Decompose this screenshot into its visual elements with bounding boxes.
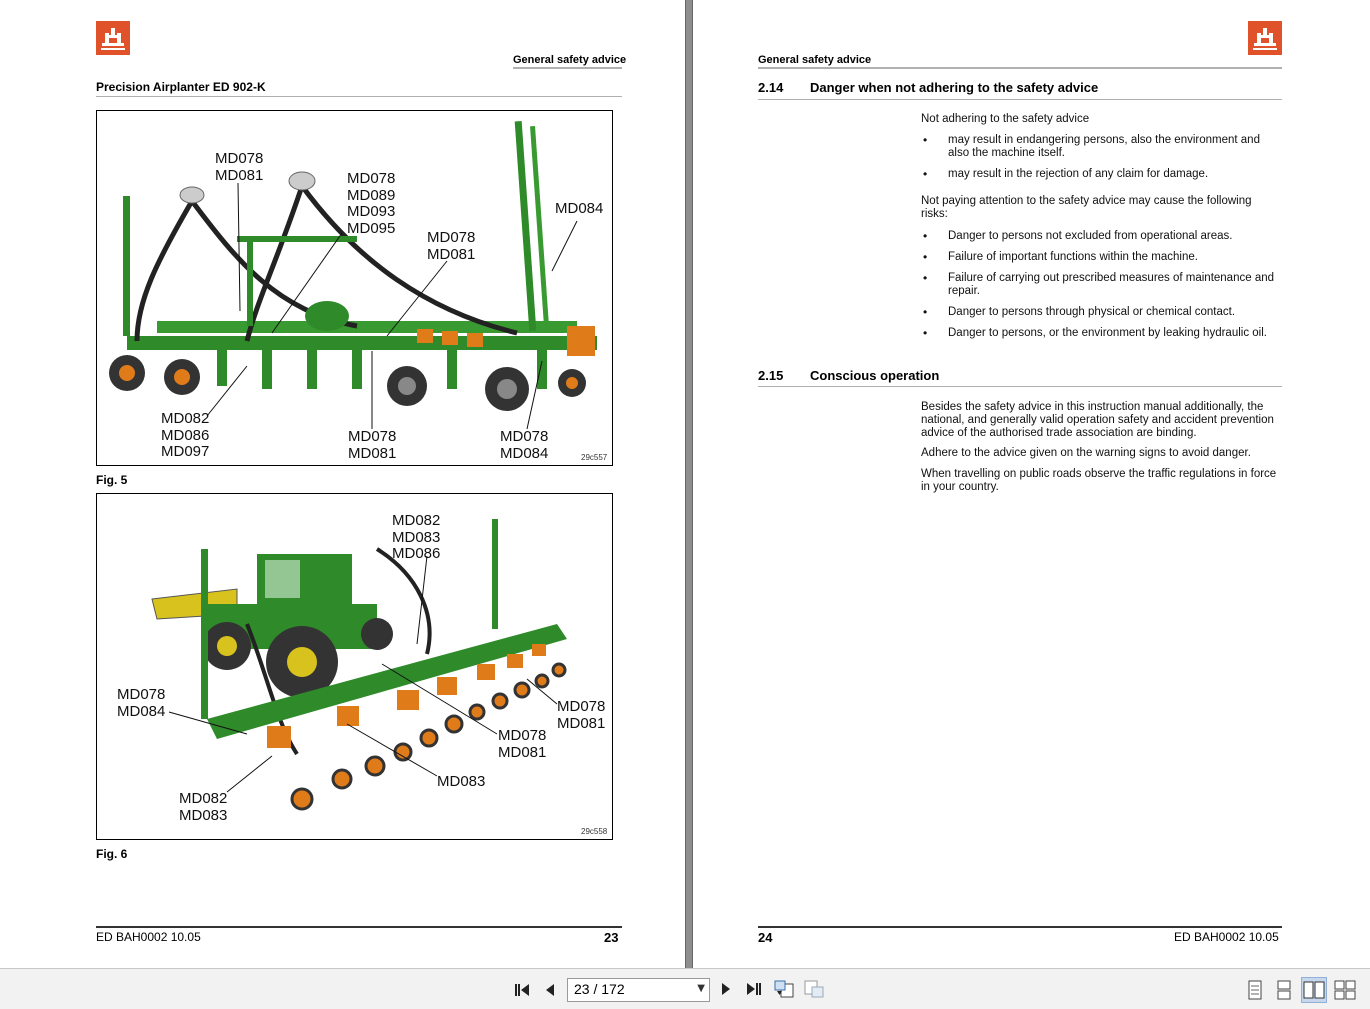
body-paragraph: When travelling on public roads observe …	[921, 468, 1277, 493]
section-number: 2.14	[758, 80, 784, 95]
figure-6: MD082 MD083 MD086 MD078 MD084 MD078 MD08…	[96, 493, 613, 840]
section-number: 2.15	[758, 368, 784, 383]
bullet-item: Danger to persons through physical or ch…	[921, 306, 1281, 319]
fig5-callout: MD078 MD084	[500, 428, 549, 462]
fig5-callout: MD078 MD081	[427, 229, 476, 263]
continuous-icon[interactable]	[1271, 977, 1297, 1003]
bullet-item: may result in endangering persons, also …	[921, 134, 1281, 160]
next-view-icon[interactable]	[802, 977, 826, 1001]
header-rule	[513, 67, 622, 69]
fig6-caption: Fig. 6	[96, 847, 128, 861]
risks-intro: Not paying attention to the safety advic…	[921, 195, 1252, 220]
page-number: 24	[758, 930, 773, 945]
fig6-callout: MD082 MD083 MD086	[392, 512, 441, 562]
fig5-callout: MD084	[555, 200, 604, 217]
amazone-logo	[1248, 21, 1282, 55]
bullet-item: Danger to persons not excluded from oper…	[921, 230, 1281, 243]
first-page-icon[interactable]	[510, 978, 534, 1002]
figure-5: MD078 MD081 MD078 MD089 MD093 MD095 MD07…	[96, 110, 613, 466]
fig5-callout: MD078 MD089 MD093 MD095	[347, 170, 396, 237]
section-rule	[758, 99, 1282, 100]
fig5-caption: Fig. 5	[96, 473, 128, 487]
footer-rule	[96, 926, 622, 928]
fig5-code: 29c557	[581, 453, 608, 462]
section-title: Danger when not adhering to the safety a…	[810, 80, 1099, 95]
fig6-callout: MD078 MD081	[498, 727, 547, 761]
facing-icon[interactable]	[1301, 977, 1327, 1003]
fig6-callout: MD082 MD083	[179, 790, 228, 824]
toolbar-overlay	[0, 968, 1370, 1009]
footer-doc-id: ED BAH0002 10.05	[96, 930, 201, 944]
page-number-input[interactable]: 23 / 172 ▼	[567, 978, 710, 1002]
previous-view-icon[interactable]	[772, 977, 796, 1001]
planter-rear-illustration	[109, 120, 597, 430]
continuous-facing-icon[interactable]	[1332, 977, 1358, 1003]
footer-doc-id: ED BAH0002 10.05	[1174, 930, 1279, 944]
next-page-icon[interactable]	[714, 977, 738, 1001]
bullet-item: Failure of important functions within th…	[921, 251, 1281, 264]
header-rule	[758, 67, 1282, 69]
page-number: 23	[604, 930, 619, 945]
fig6-code: 29c558	[581, 827, 608, 836]
single-page-icon[interactable]	[1242, 977, 1268, 1003]
fig5-callout: MD078 MD081	[348, 428, 397, 462]
intro-text: Not adhering to the safety advice	[921, 113, 1090, 125]
title-rule	[96, 96, 622, 97]
fig5-callout: MD082 MD086 MD097	[161, 410, 210, 460]
bullet-list-b: Danger to persons not excluded from oper…	[921, 230, 1281, 348]
running-header: General safety advice	[758, 54, 872, 66]
fig6-callout: MD078 MD081	[557, 698, 606, 732]
amazone-logo	[96, 21, 130, 55]
footer-rule	[758, 926, 1282, 928]
body-paragraph: Besides the safety advice in this instru…	[921, 401, 1274, 439]
prev-page-icon[interactable]	[538, 978, 562, 1002]
last-page-icon[interactable]	[742, 977, 766, 1001]
row-units	[267, 644, 546, 748]
section-title: Conscious operation	[810, 368, 940, 383]
running-header: General safety advice	[513, 54, 627, 66]
body-paragraph: Adhere to the advice given on the warnin…	[921, 447, 1251, 459]
bullet-list-a: may result in endangering persons, also …	[921, 134, 1281, 189]
chevron-down-icon[interactable]: ▼	[697, 983, 705, 994]
left-page: General safety advice Precision Airplant…	[0, 0, 685, 968]
doc-title: Precision Airplanter ED 902-K	[96, 80, 266, 94]
fig6-callout: MD078 MD084	[117, 686, 166, 720]
bullet-item: Failure of carrying out prescribed measu…	[921, 272, 1281, 298]
tractor-planter-illustration	[151, 519, 567, 811]
section-rule	[758, 386, 1282, 387]
fig6-callout: MD083	[437, 773, 486, 790]
page-gutter	[685, 0, 693, 968]
bullet-item: may result in the rejection of any claim…	[921, 168, 1281, 181]
fig5-callout: MD078 MD081	[215, 150, 264, 184]
bullet-item: Danger to persons, or the environment by…	[921, 327, 1281, 340]
page-indicator: 23 / 172	[574, 981, 625, 997]
right-page: General safety advice 2.14 Danger when n…	[693, 0, 1370, 968]
